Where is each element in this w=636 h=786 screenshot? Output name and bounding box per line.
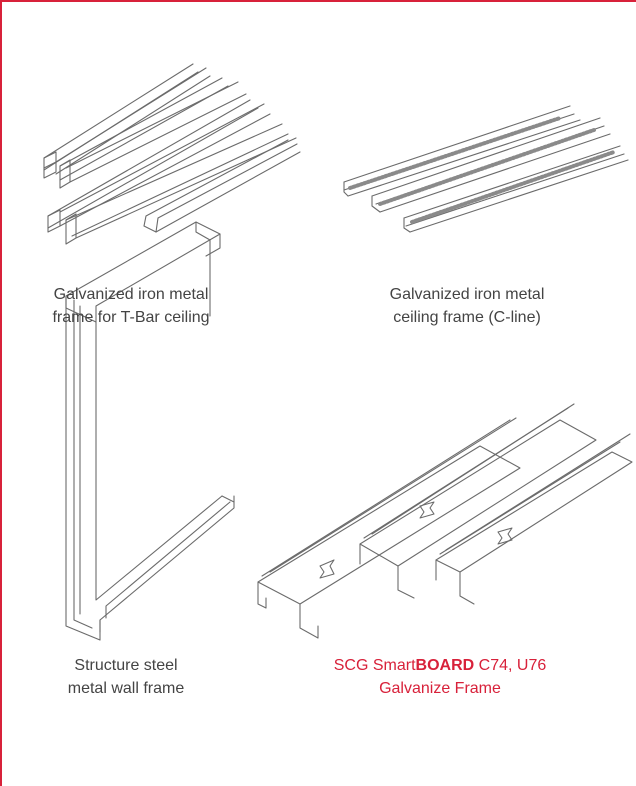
caption-tbar: Galvanized iron metal frame for T-Bar ce… (28, 283, 234, 329)
caption-smartboard-post: C74, U76 (474, 657, 547, 674)
caption-structure: Structure steel metal wall frame (36, 654, 216, 700)
caption-smartboard-line2: Galvanize Frame (379, 680, 501, 697)
caption-smartboard: SCG SmartBOARD C74, U76 Galvanize Frame (320, 654, 560, 700)
caption-smartboard-brand: BOARD (415, 657, 475, 674)
caption-smartboard-line1: SCG SmartBOARD C74, U76 (320, 654, 560, 677)
caption-smartboard-pre: SCG Smart (333, 657, 416, 674)
caption-tbar-line2: frame for T-Bar ceiling (52, 309, 210, 326)
caption-structure-line1: Structure steel (74, 657, 178, 674)
caption-structure-line2: metal wall frame (67, 680, 185, 697)
caption-cline-line1: Galvanized iron metal (389, 286, 545, 303)
caption-cline: Galvanized iron metal ceiling frame (C-l… (364, 283, 570, 329)
caption-tbar-line1: Galvanized iron metal (53, 286, 209, 303)
caption-cline-line2: ceiling frame (C-line) (393, 309, 541, 326)
